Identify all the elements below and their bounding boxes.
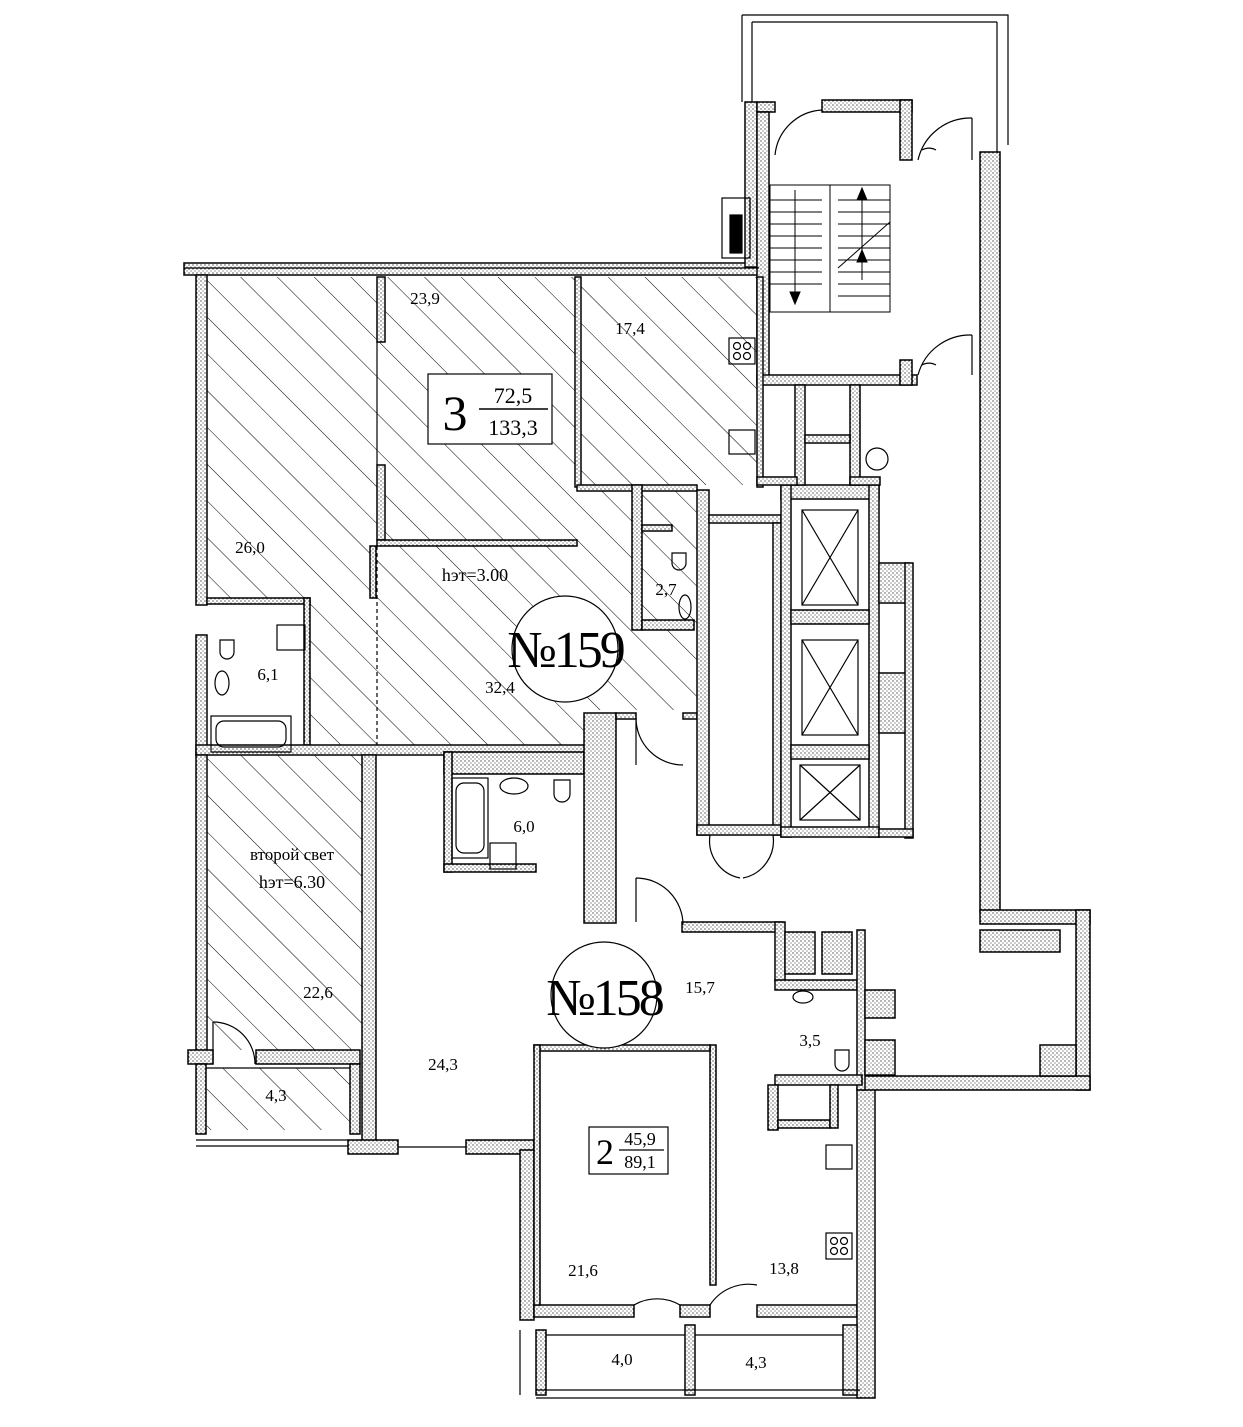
area-living: 32,4: [485, 678, 515, 697]
area-wc-158: 3,5: [799, 1031, 820, 1050]
area-room-left: 26,0: [235, 538, 265, 557]
area-bath-158: 6,0: [513, 817, 534, 836]
staircase: [769, 184, 891, 313]
apartment-159-marker: [511, 595, 619, 703]
rooms-count-158: 2: [596, 1132, 614, 1172]
fixtures: [210, 197, 853, 1260]
area-bath-159: 6,1: [257, 665, 278, 684]
area-balcony-left-158: 4,0: [611, 1350, 632, 1369]
apartment-158-marker: [550, 941, 658, 1049]
apartment-158-label: №158: [546, 970, 664, 1027]
hatch-areas: [207, 277, 757, 1130]
total-area-159: 133,3: [488, 415, 538, 440]
area-kitchen-158: 13,8: [769, 1259, 799, 1278]
area-wc-159: 2,7: [655, 580, 677, 599]
area-room-main-158: 21,6: [568, 1261, 598, 1280]
thin-lines: [184, 14, 1009, 1399]
room-labels: 23,9 17,4 26,0 32,4 2,7 6,1 hэт=3.00 3 7…: [235, 289, 821, 1372]
walls: [183, 99, 1091, 1399]
living-area-158: 45,9: [624, 1129, 656, 1149]
area-room-top-right: 17,4: [615, 319, 645, 338]
rooms-count-159: 3: [443, 385, 468, 441]
second-light-label: второй свет: [250, 845, 335, 864]
area-second-light: 22,6: [303, 983, 333, 1002]
area-hall-158: 15,7: [685, 978, 715, 997]
second-light-height: hэт=6.30: [259, 872, 325, 892]
living-area-159: 72,5: [494, 383, 533, 408]
elevator-shafts: [799, 509, 861, 821]
total-area-158: 89,1: [624, 1152, 656, 1172]
area-balcony-right-158: 4,3: [745, 1353, 766, 1372]
area-bedroom-top: 23,9: [410, 289, 440, 308]
apartment-159-label: №159: [507, 622, 624, 679]
area-balcony-left: 4,3: [265, 1086, 286, 1105]
area-room-left-158: 24,3: [428, 1055, 458, 1074]
ceiling-height-159: hэт=3.00: [442, 565, 508, 585]
